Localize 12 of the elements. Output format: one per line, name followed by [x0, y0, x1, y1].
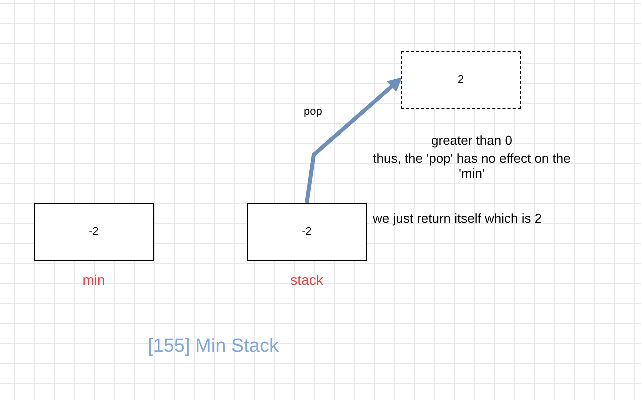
node-text: -2	[302, 226, 312, 238]
diagram-title: [155] Min Stack	[148, 336, 279, 358]
edge-label: pop	[304, 106, 322, 118]
node-caption: min	[82, 272, 106, 288]
node-caption: stack	[290, 272, 324, 288]
note-text: thus, the 'pop' has no effect on the 'min'	[372, 151, 572, 181]
note-text: greater than 0	[430, 133, 514, 148]
arrow	[305, 78, 402, 204]
node-text: 2	[458, 74, 464, 86]
node-text: -2	[89, 226, 99, 238]
note-text: we just return itself which is 2	[373, 211, 542, 226]
process-box	[401, 51, 521, 109]
